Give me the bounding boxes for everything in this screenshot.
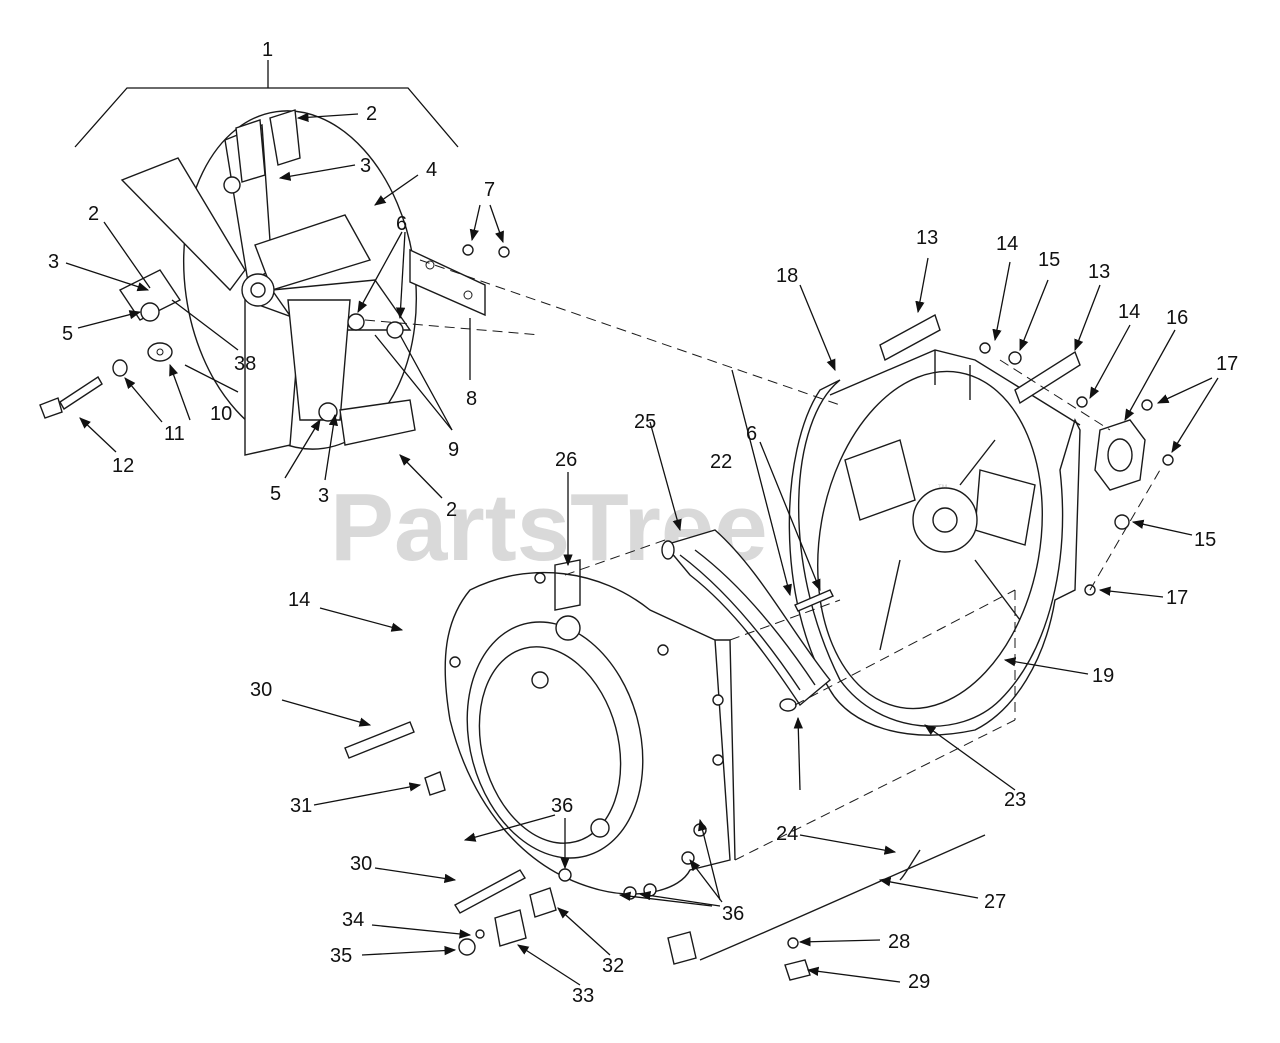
callout-13b: 13 [1088,261,1110,283]
callout-35: 35 [330,945,352,967]
blower-housing-half [788,313,1174,736]
callout-12: 12 [112,455,134,477]
callout-14c: 14 [288,589,310,611]
callout-19: 19 [1092,665,1114,687]
callout-22: 22 [710,451,732,473]
callout-26: 26 [555,449,577,471]
callout-33: 33 [572,985,594,1007]
callout-24: 24 [776,823,798,845]
callout-3b: 3 [48,251,59,273]
callout-10: 10 [210,403,232,425]
callout-6b: 6 [746,423,757,445]
callout-14b: 14 [1118,301,1140,323]
callout-4: 4 [426,159,437,181]
callout-17: 17 [1216,353,1238,375]
callout-2c: 2 [446,499,457,521]
callout-36: 36 [551,795,573,817]
assembly-centerlines [364,259,1161,861]
callout-23: 23 [1004,789,1026,811]
callout-28: 28 [888,931,910,953]
callout-1: 1 [262,39,273,61]
callout-15b: 15 [1194,529,1216,551]
callout-38: 38 [234,353,256,375]
front-housing-cover [344,559,736,956]
callout-34: 34 [342,909,364,931]
callout-2b: 2 [88,203,99,225]
callout-31: 31 [290,795,312,817]
callout-36b: 36 [722,903,744,925]
callout-2: 2 [366,103,377,125]
callout-11: 11 [164,423,185,445]
callout-16: 16 [1166,307,1188,329]
impeller-assembly [39,60,510,456]
callout-32: 32 [602,955,624,977]
callout-15: 15 [1038,249,1060,271]
callout-5: 5 [62,323,73,345]
callout-18: 18 [776,265,798,287]
callout-29: 29 [908,971,930,993]
callout-25: 25 [634,411,656,433]
callout-7: 7 [484,179,495,201]
leader-lines [65,112,1219,986]
callout-14: 14 [996,233,1018,255]
callout-30b: 30 [350,853,372,875]
callout-3c: 3 [318,485,329,507]
callout-3: 3 [360,155,371,177]
callout-8: 8 [466,388,477,410]
callout-6: 6 [396,213,407,235]
callout-labels: 1 2 3 4 7 6 2 3 5 38 10 11 12 8 9 5 3 2 … [48,39,1238,1007]
callout-5b: 5 [270,483,281,505]
callout-30: 30 [250,679,272,701]
callout-27: 27 [984,891,1006,913]
callout-9: 9 [448,439,459,461]
callout-17b: 17 [1166,587,1188,609]
callout-13: 13 [916,227,938,249]
